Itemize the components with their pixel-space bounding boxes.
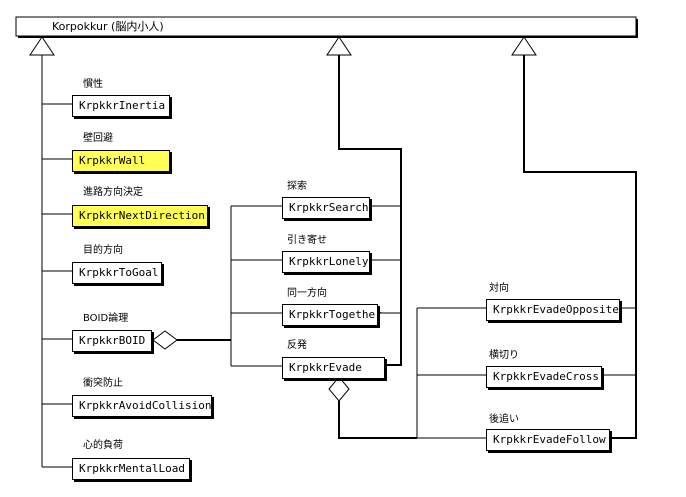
class-krpkkr-lonely[interactable]: KrpkkrLonely bbox=[282, 251, 370, 273]
class-krpkkr-mental-load[interactable]: KrpkkrMentalLoad bbox=[72, 458, 190, 480]
label-together: 同一方向 bbox=[287, 288, 327, 299]
right-inherit-line bbox=[523, 55, 637, 439]
class-krpkkr-to-goal[interactable]: KrpkkrToGoal bbox=[72, 262, 162, 284]
label-search: 探索 bbox=[287, 181, 307, 192]
label-follow: 後追い bbox=[489, 414, 519, 425]
inherit-triangle-left bbox=[29, 36, 55, 56]
label-lonely: 引き寄せ bbox=[287, 235, 327, 246]
inherit-triangle-right bbox=[511, 36, 537, 56]
class-krpkkr-wall[interactable]: KrpkkrWall bbox=[72, 150, 170, 172]
class-krpkkr-boid[interactable]: KrpkkrBOID bbox=[72, 330, 152, 352]
class-krpkkr-together[interactable]: KrpkkrTogether bbox=[282, 304, 382, 326]
evade-aggregation-diamond bbox=[328, 376, 350, 402]
label-inertia: 慣性 bbox=[83, 79, 103, 90]
boid-aggregation-diamond bbox=[152, 330, 178, 350]
class-krpkkr-evade-opposite[interactable]: KrpkkrEvadeOpposite bbox=[486, 299, 620, 321]
class-krpkkr-evade-follow[interactable]: KrpkkrEvadeFollow bbox=[486, 429, 610, 451]
root-box[interactable] bbox=[15, 16, 637, 37]
label-wall: 壁回避 bbox=[83, 133, 113, 144]
evade-composition-line bbox=[338, 401, 417, 439]
label-cross: 横切り bbox=[489, 350, 519, 361]
label-nextdir: 進路方向決定 bbox=[83, 187, 143, 198]
label-mental: 心的負荷 bbox=[83, 440, 123, 451]
inherit-triangle-middle bbox=[326, 36, 352, 56]
root-class-name: Korpokkur (脳内小人) bbox=[52, 20, 164, 33]
label-avoid: 衝突防止 bbox=[83, 378, 123, 389]
class-krpkkr-evade-cross[interactable]: KrpkkrEvadeCross bbox=[486, 366, 602, 388]
middle-inherit-line bbox=[338, 55, 402, 366]
class-krpkkr-avoid-collision[interactable]: KrpkkrAvoidCollision bbox=[72, 395, 212, 417]
class-krpkkr-next-direction[interactable]: KrpkkrNextDirection bbox=[72, 205, 208, 227]
label-boid: BOID論理 bbox=[83, 313, 129, 324]
label-evade: 反発 bbox=[287, 340, 307, 351]
class-krpkkr-search[interactable]: KrpkkrSearch bbox=[282, 197, 370, 219]
label-togoal: 目的方向 bbox=[83, 245, 123, 256]
class-krpkkr-inertia[interactable]: KrpkkrInertia bbox=[72, 95, 170, 117]
class-krpkkr-evade[interactable]: KrpkkrEvade bbox=[282, 357, 385, 379]
label-opposite: 対向 bbox=[489, 283, 509, 294]
